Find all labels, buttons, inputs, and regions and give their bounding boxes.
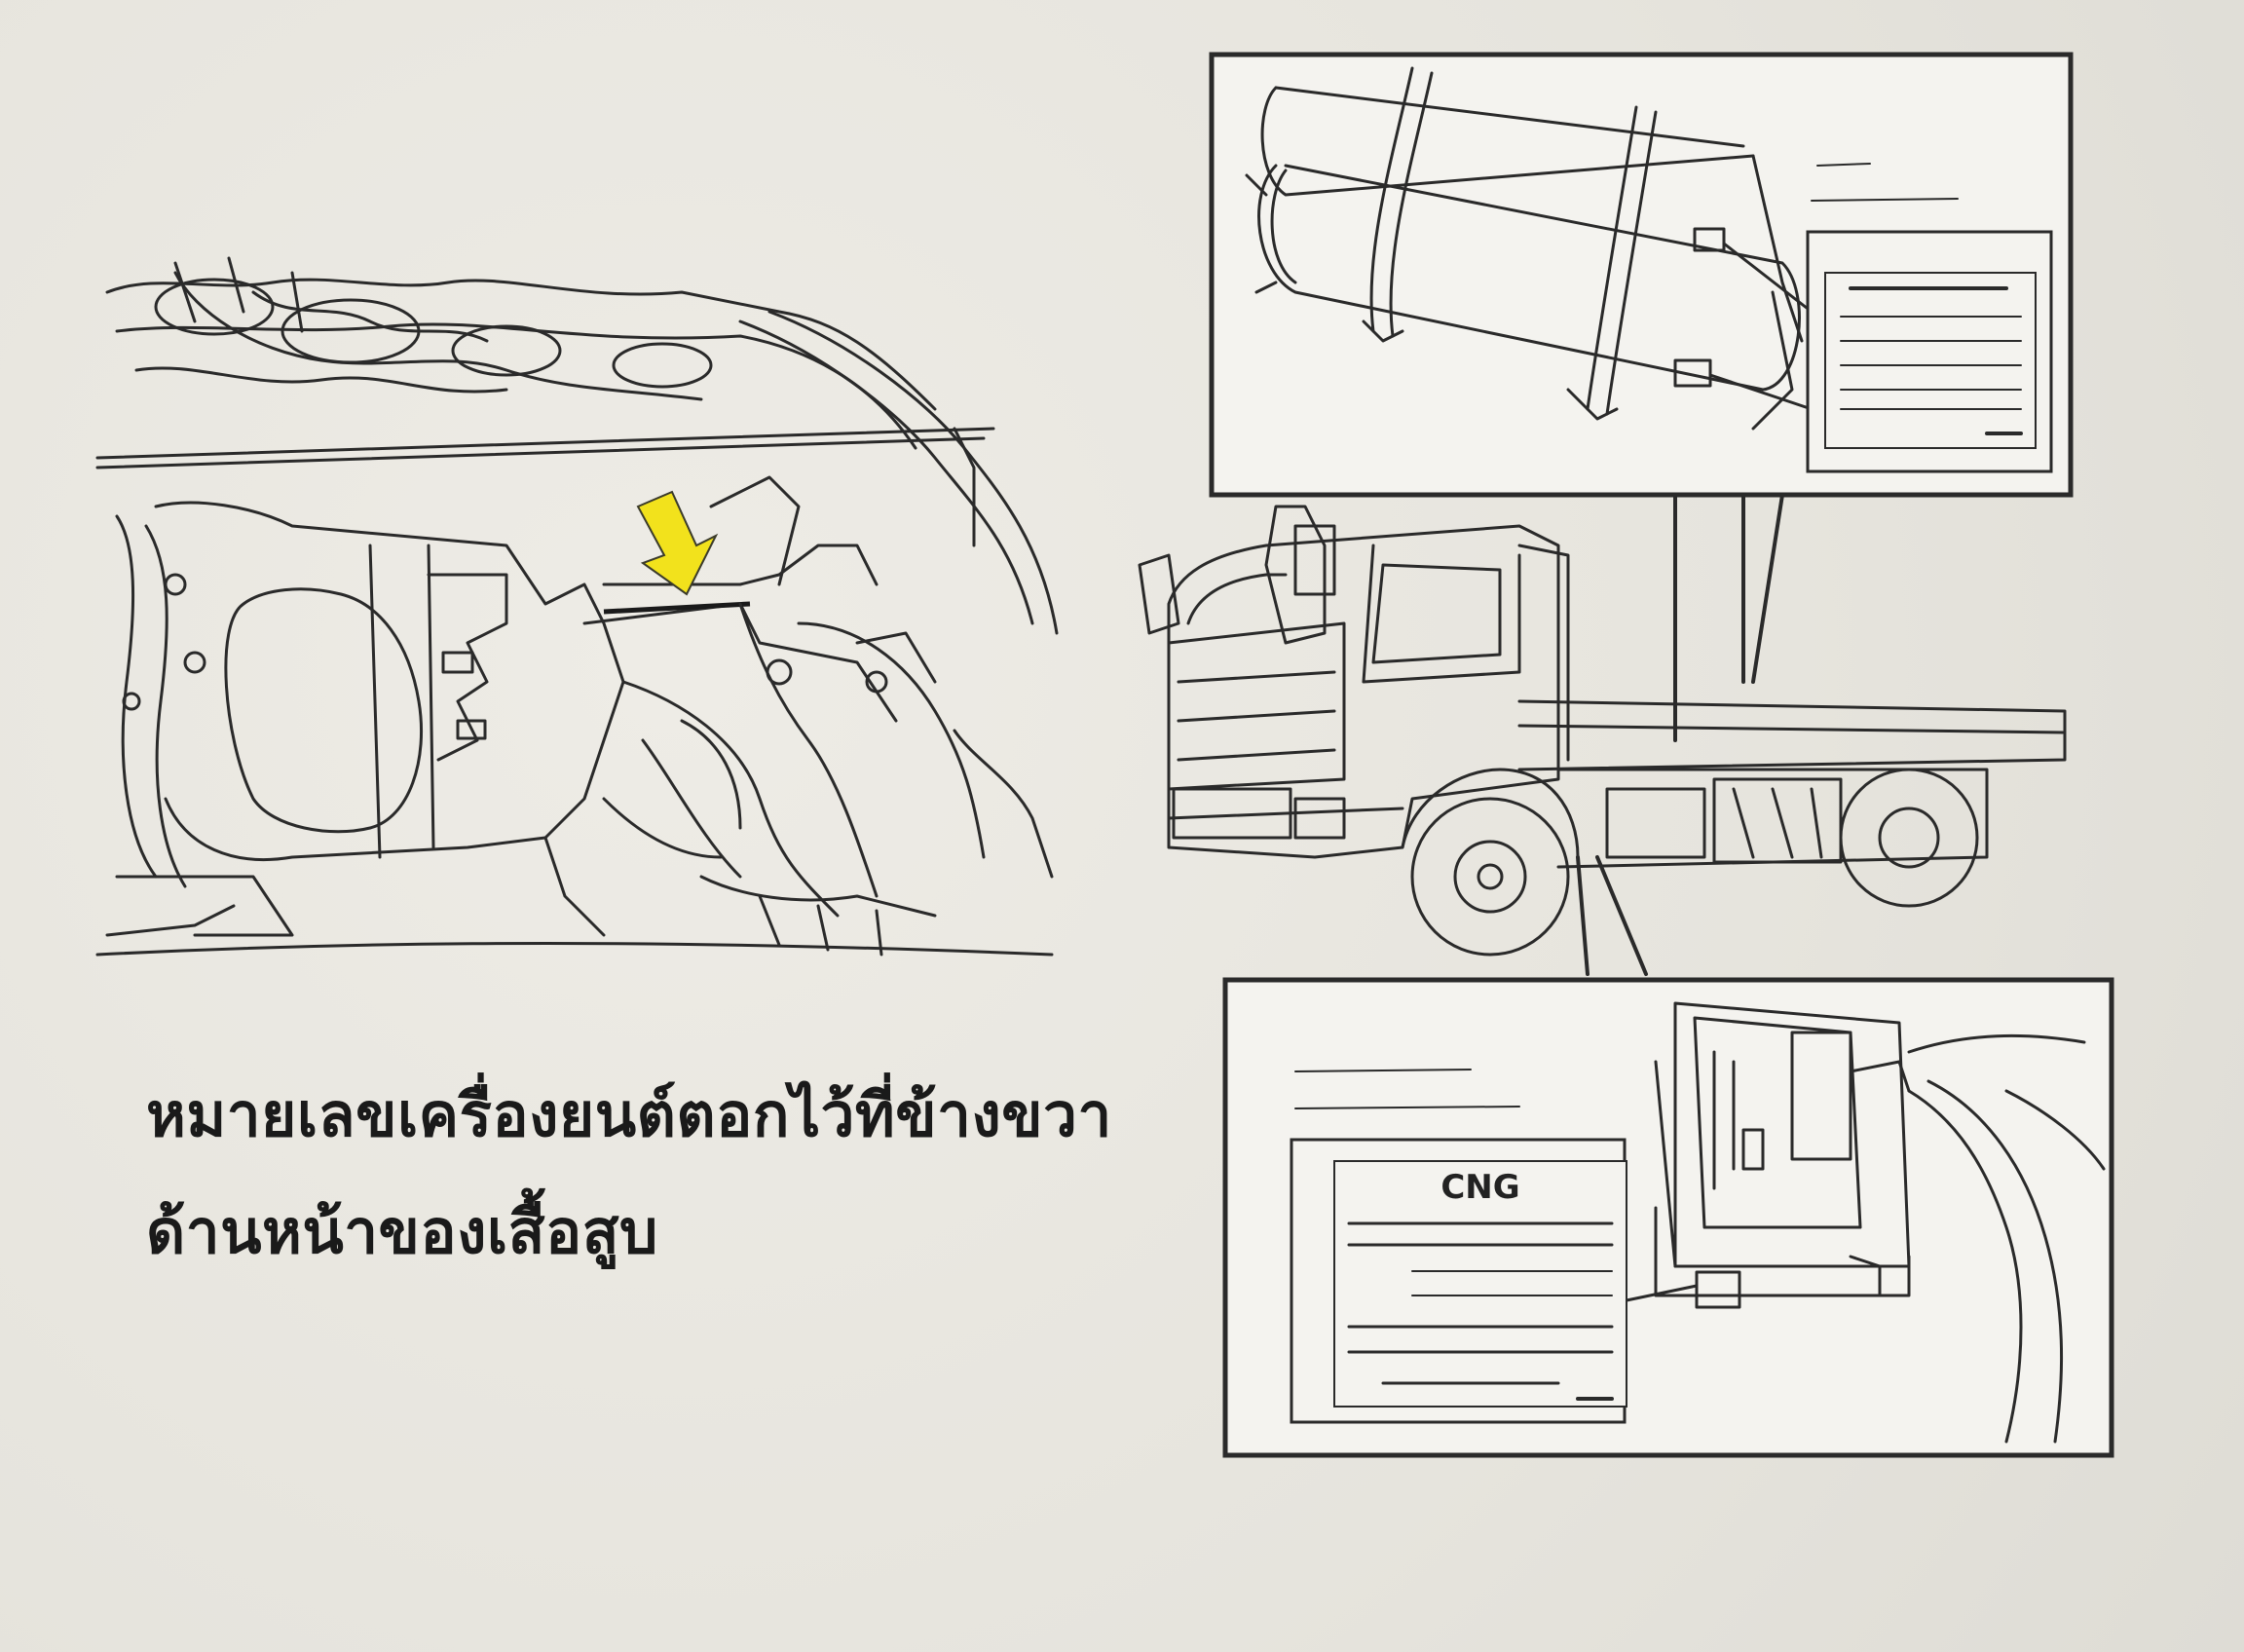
cng-label-title: CNG xyxy=(1440,1168,1519,1207)
truck-drawing xyxy=(1138,505,2067,957)
lower-inset: CNG xyxy=(1222,977,2114,1458)
down-arrow-icon xyxy=(636,490,719,596)
upper-label-placard xyxy=(1806,163,2053,473)
cng-label-placard: CNG xyxy=(1290,1138,1627,1424)
caption-line-1: หมายเลขเครื่องยนต์ตอกไว้ที่ข้างขวา xyxy=(146,1079,1112,1150)
upper-inset xyxy=(1209,52,2074,498)
engine-drawing xyxy=(95,256,1059,957)
cng-tank-drawing xyxy=(1245,66,1814,431)
caption-line-2: ด้านหน้าของเสื้อสูบ xyxy=(146,1196,658,1267)
